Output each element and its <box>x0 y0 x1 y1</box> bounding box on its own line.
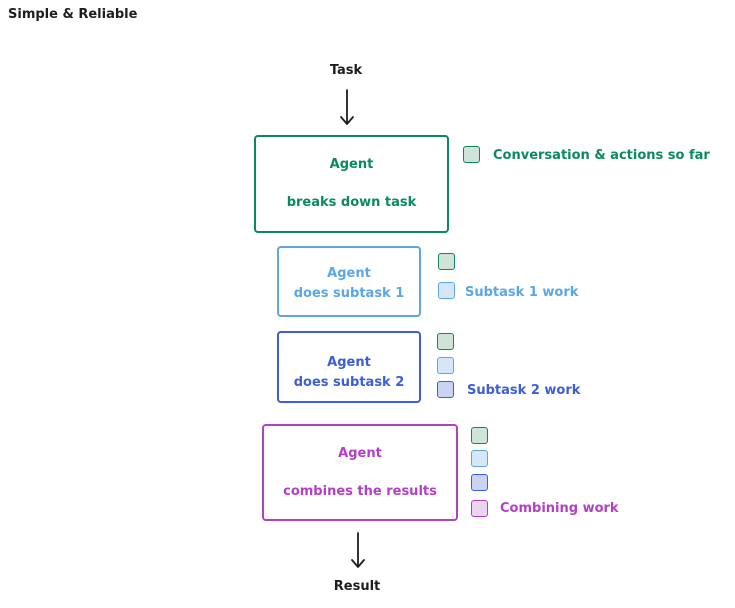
context-label-combining: Combining work <box>500 501 619 516</box>
agent-box-subtask2-title: Agent <box>327 355 371 370</box>
context-block-subtask2 <box>437 381 454 398</box>
agent-box-breakdown: Agent breaks down task <box>254 135 449 233</box>
agent-box-combine-desc: combines the results <box>283 484 437 499</box>
agent-box-combine: Agent combines the results <box>262 424 458 521</box>
agent-box-breakdown-desc: breaks down task <box>286 195 417 210</box>
task-label: Task <box>329 63 363 78</box>
context-label-subtask1: Subtask 1 work <box>465 285 579 300</box>
diagram-title: Simple & Reliable <box>8 7 138 22</box>
context-block-subtask1 <box>471 450 488 467</box>
context-block-subtask1 <box>437 357 454 374</box>
result-label: Result <box>333 579 381 594</box>
context-block-subtask2 <box>471 474 488 491</box>
result-arrow <box>351 532 365 568</box>
context-block-conversation <box>471 427 488 444</box>
agent-box-breakdown-title: Agent <box>329 157 374 172</box>
context-block-subtask1 <box>438 282 455 299</box>
context-label-conversation: Conversation & actions so far <box>493 148 710 163</box>
agent-box-subtask2-desc: does subtask 2 <box>293 375 405 390</box>
context-block-conversation <box>437 333 454 350</box>
context-block-combining <box>471 500 488 517</box>
agent-box-combine-title: Agent <box>338 446 382 461</box>
context-label-subtask2: Subtask 2 work <box>467 383 581 398</box>
agent-box-subtask1: Agent does subtask 1 <box>277 246 421 317</box>
agent-box-subtask1-title: Agent <box>327 266 371 281</box>
context-block-conversation <box>463 146 480 163</box>
context-block-conversation <box>438 253 455 270</box>
agent-box-subtask1-desc: does subtask 1 <box>293 286 405 301</box>
task-arrow <box>340 89 354 125</box>
agent-box-subtask2: Agent does subtask 2 <box>277 331 421 403</box>
